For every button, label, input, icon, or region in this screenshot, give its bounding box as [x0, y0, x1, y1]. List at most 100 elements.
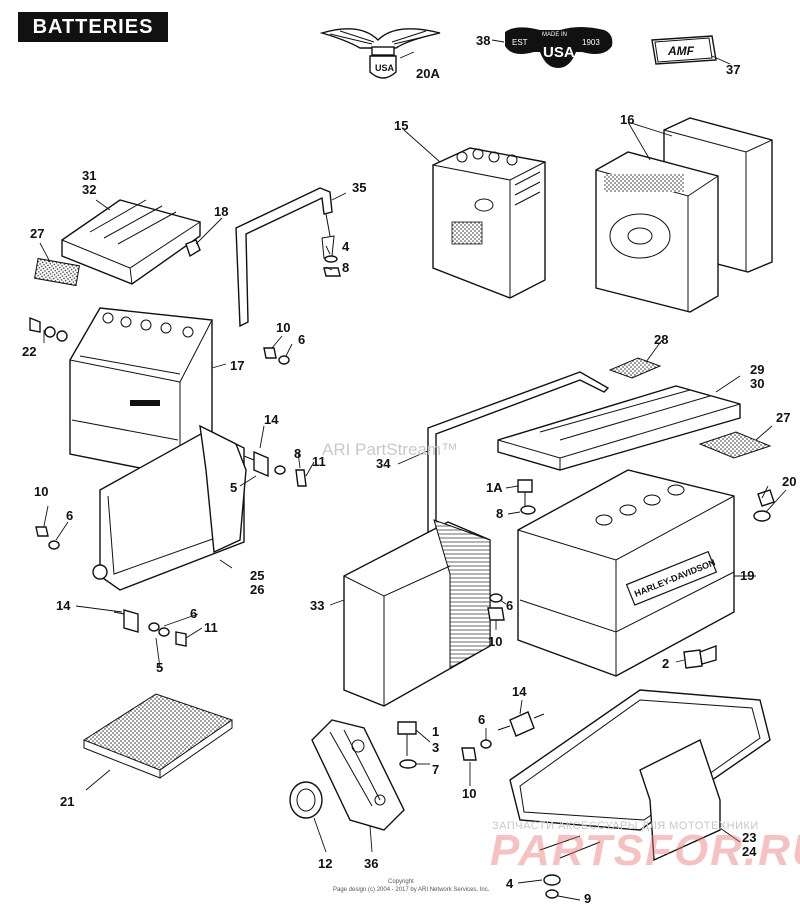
copyright-line1: Copyright: [388, 879, 414, 885]
callout-33: 33: [310, 598, 324, 613]
bracket-36: [311, 719, 405, 831]
batteries-16: [595, 117, 773, 313]
callout-6-center: 6: [506, 598, 513, 613]
battery-cover-29: [497, 385, 741, 471]
mount-14-center: [497, 711, 545, 737]
emblem-est: EST: [512, 38, 528, 47]
pad-28: [608, 357, 662, 379]
nut-washer-4-9: [323, 255, 341, 277]
emblem-usa-big: USA: [543, 44, 575, 61]
callout-14-upper: 14: [264, 412, 279, 427]
callout-26: 26: [250, 582, 264, 597]
callout-16: 16: [620, 112, 634, 127]
battery-tray-25: [92, 424, 247, 591]
callout-1a: 1A: [486, 480, 503, 495]
callout-32: 32: [82, 182, 96, 197]
callout-31: 31: [82, 168, 96, 183]
callout-15: 15: [394, 118, 408, 133]
mount-14-lower: [113, 609, 187, 647]
nut-washer-10-6-mid: [263, 347, 290, 365]
nut-washer-6-10-center: [487, 593, 505, 621]
copyright-line2: Page design (c) 2004 - 2017 by ARI Netwo…: [333, 887, 490, 893]
callout-9-bottom: 9: [584, 891, 591, 906]
callout-18: 19: [740, 568, 754, 583]
callout-19: 18: [214, 204, 228, 219]
washer-8-right: [520, 505, 536, 515]
page-title: BATTERIES: [18, 12, 168, 42]
callout-27-left: 27: [30, 226, 44, 241]
brand-logo: PARTSFOR.RU: [490, 826, 800, 875]
callout-35: 35: [352, 180, 366, 195]
bolt-washer-22: [29, 316, 68, 342]
watermark: ARI PartStream™: [322, 440, 459, 459]
callout-6-mid: 6: [298, 332, 305, 347]
bolt-2: [683, 644, 717, 669]
battery-18: HARLEY-DAVIDSON: [517, 469, 735, 677]
callout-38: 38: [476, 33, 490, 48]
eagle-emblem-20a: USA: [319, 28, 441, 79]
callout-10-mid: 10: [276, 320, 290, 335]
callout-4-top: 4: [342, 239, 350, 254]
bushing-12: [289, 781, 323, 819]
callout-29: 29: [750, 362, 764, 377]
callout-17: 17: [230, 358, 244, 373]
callout-24: 24: [742, 844, 757, 859]
callout-10-bottom: 10: [462, 786, 476, 801]
emblem-usa-small: USA: [375, 63, 395, 73]
emblem-year: 1903: [582, 38, 600, 47]
brand-text: ЗАПЧАСТИ АКСЕССУАРЫ ДЛЯ МОТОТЕХНИКИ: [492, 820, 759, 832]
callout-20: 20: [782, 474, 796, 489]
emblem-made-in: MADE IN: [542, 32, 567, 38]
strap-35: [235, 187, 335, 328]
emblem-amf: AMF: [667, 44, 695, 58]
amf-badge-37: AMF: [651, 35, 717, 65]
battery-box-33: [343, 519, 491, 707]
callout-30: 30: [750, 376, 764, 391]
washer-4-9-bottom: [543, 874, 561, 899]
callout-11-lower: 11: [204, 620, 218, 635]
nut-washer-10-6-center: [461, 739, 492, 761]
leader-lines: [39, 39, 787, 901]
callout-labels: 20A 38 37 15 16 31 32 27 18 35 4 8 22 17…: [22, 33, 796, 906]
callout-14-lower: 14: [56, 598, 71, 613]
callout-25: 25: [250, 568, 264, 583]
callout-8-right: 8: [496, 506, 503, 521]
callout-6-left: 6: [66, 508, 73, 523]
callout-14-center: 14: [512, 684, 527, 699]
callout-1: 1: [432, 724, 439, 739]
callout-10-center: 10: [488, 634, 502, 649]
callout-11-upper: 11: [312, 454, 326, 469]
callout-9-top: 8: [342, 260, 349, 275]
callout-4-bottom: 4: [506, 876, 514, 891]
pad-27-right: [698, 431, 772, 459]
made-in-usa-emblem-38: EST MADE IN USA 1903: [505, 27, 613, 68]
callout-34: 34: [376, 456, 391, 471]
battery-tray-23: [509, 689, 771, 862]
callout-10-left: 10: [34, 484, 48, 499]
callout-28: 28: [654, 332, 668, 347]
callout-7: 7: [432, 762, 439, 777]
callout-27-right: 27: [776, 410, 790, 425]
callout-5-lower: 5: [156, 660, 163, 675]
mount-14-upper: [243, 450, 307, 487]
callout-12: 12: [318, 856, 332, 871]
battery-cover-31: [61, 199, 201, 285]
pad-21: [82, 693, 234, 771]
bolt-1-center: [397, 721, 417, 769]
callout-6-lower: 6: [190, 606, 197, 621]
callout-36: 36: [364, 856, 378, 871]
battery-15: [432, 147, 546, 299]
callout-8-upper: 8: [294, 446, 301, 461]
bolt-1a: [517, 479, 533, 506]
callout-5-upper: 5: [230, 480, 237, 495]
callout-3: 3: [432, 740, 439, 755]
callout-21: 21: [60, 794, 74, 809]
terminals-20: [753, 489, 775, 522]
callout-20a: 20A: [416, 66, 440, 81]
callout-37: 37: [726, 62, 740, 77]
callout-23: 23: [742, 830, 756, 845]
pad-27-left: [34, 257, 80, 287]
callout-2: 2: [662, 656, 669, 671]
callout-22: 22: [22, 344, 36, 359]
